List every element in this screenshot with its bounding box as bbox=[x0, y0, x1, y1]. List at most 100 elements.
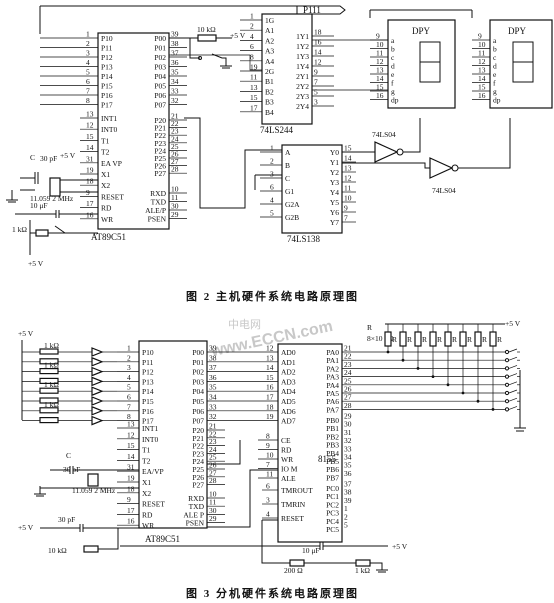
fig2-244-out-num: 3 bbox=[314, 98, 318, 107]
fig3-rnet-resistor bbox=[459, 331, 467, 347]
fig3-rctrl-pin-num: 11 bbox=[209, 498, 216, 507]
fig2-inverter-1 bbox=[374, 141, 399, 163]
fig3-p1-pin-label: P14 bbox=[142, 387, 154, 396]
fig3-8155-ctrl-num: 11 bbox=[266, 470, 273, 479]
fig3-8155-pa-num: 25 bbox=[344, 376, 352, 385]
fig3-p2-pin-num: 23 bbox=[209, 437, 217, 446]
fig2-p0-pin-num: 37 bbox=[171, 49, 179, 58]
fig3-8155-pa-label: PA7 bbox=[326, 405, 339, 414]
fig3-8155-tm-label: TMROUT bbox=[281, 486, 313, 495]
fig3-p2-pin-num: 21 bbox=[209, 422, 217, 431]
fig3-8155-ctrl-label: ALE bbox=[281, 474, 296, 483]
fig3-r1-label: R bbox=[367, 323, 372, 332]
fig3-crystal-wires bbox=[40, 466, 139, 489]
fig3-p2-pin-num: 28 bbox=[209, 476, 217, 485]
fig3-ctrl-pin-label: WR bbox=[142, 521, 154, 530]
fig2-dpy2-seg-num: 9 bbox=[478, 32, 482, 41]
fig2-p2-pin-num: 24 bbox=[171, 134, 179, 143]
fig2-ground-1 bbox=[220, 65, 232, 69]
fig3-p1-pin-label: P13 bbox=[142, 377, 154, 386]
fig3-8155-box bbox=[277, 343, 343, 543]
fig3-p0-pin-label: P07 bbox=[192, 417, 204, 426]
fig2-display-2 bbox=[489, 19, 553, 109]
fig3-ctrl-pin-num: 13 bbox=[127, 420, 135, 429]
fig2-ctrl-pin-label: T2 bbox=[101, 148, 110, 157]
fig3-led-resistor bbox=[39, 377, 59, 384]
fig2-dpy1-seg-label: a bbox=[391, 36, 395, 45]
fig2-p1-pin-label: P11 bbox=[101, 44, 113, 53]
fig2-244-in-num: 19 bbox=[250, 63, 258, 72]
fig3-p0-pin-num: 35 bbox=[209, 383, 217, 392]
fig3-p0-pin-label: P01 bbox=[192, 358, 204, 367]
fig3-p2-pin-num: 22 bbox=[209, 429, 217, 438]
fig3-8155-pc-label: PC0 bbox=[326, 484, 339, 493]
fig3-8155-ad-num: 15 bbox=[266, 373, 274, 382]
fig3-p2-pin-label: P23 bbox=[192, 449, 204, 458]
fig3-rnet-label: R bbox=[392, 335, 397, 344]
fig3-8155-ad-num: 14 bbox=[266, 363, 274, 372]
fig2-p0-pin-num: 33 bbox=[171, 87, 179, 96]
fig3-ground-1 bbox=[34, 486, 46, 497]
fig2-74ls244-name: 74LS244 bbox=[260, 125, 294, 135]
fig3-switch-lever bbox=[508, 373, 518, 377]
fig3-p1-pin-label: P17 bbox=[142, 417, 154, 426]
fig2-reset-cap bbox=[15, 210, 98, 218]
fig3-p1-pin-label: P10 bbox=[142, 348, 154, 357]
fig2-rctrl-pin-label: ALE/P bbox=[145, 206, 166, 215]
fig3-8155-ad-label: AD4 bbox=[281, 387, 296, 396]
fig2-key-switch bbox=[189, 38, 227, 66]
fig2-ctrl-pin-label: T1 bbox=[101, 136, 110, 145]
fig2-138-out-label: Y5 bbox=[330, 198, 339, 207]
fig3-8155-ad-label: AD0 bbox=[281, 348, 296, 357]
fig3-switch-contact bbox=[504, 374, 510, 379]
fig2-244-in-num: 6 bbox=[250, 42, 254, 51]
fig2-244-out-num: 12 bbox=[314, 58, 322, 67]
fig2-dpy1-seg-num: 14 bbox=[376, 74, 384, 83]
fig3-p2-pin-num: 26 bbox=[209, 461, 217, 470]
fig2-138-in-num: 3 bbox=[270, 170, 274, 179]
fig3-led-resistor bbox=[39, 358, 59, 365]
fig2-dpy2-seg-num: 15 bbox=[478, 83, 486, 92]
fig2-244-in-label: B1 bbox=[265, 77, 274, 86]
fig3-vcc-3: +5 V bbox=[18, 523, 34, 532]
fig3-p0-pin-label: P05 bbox=[192, 397, 204, 406]
fig2-display-1 bbox=[387, 19, 456, 109]
fig3-8155-tm-num: 4 bbox=[266, 510, 270, 519]
fig2-244-out-label: 2Y4 bbox=[296, 102, 309, 111]
fig3-8155-pc-label: PC5 bbox=[326, 525, 339, 534]
fig3-p2-pin-label: P22 bbox=[192, 442, 204, 451]
fig3-8155-ctrl-num: 9 bbox=[266, 441, 270, 450]
fig3-8155-pc-label: PC2 bbox=[326, 500, 339, 509]
fig2-dpy2-seg-label: e bbox=[493, 70, 497, 79]
fig3-8155-pb-label: PB4 bbox=[326, 449, 339, 458]
fig3-rctrl-pin-num: 29 bbox=[209, 514, 217, 523]
fig2-dpy2-seg-num: 16 bbox=[478, 91, 486, 100]
fig2-138-out-label: Y3 bbox=[330, 178, 339, 187]
fig2-p2-pin-label: P20 bbox=[154, 116, 166, 125]
fig3-8155-ad-label: AD6 bbox=[281, 407, 296, 416]
fig3-8155-ad-label: AD7 bbox=[281, 417, 296, 426]
fig2-p2-pin-num: 21 bbox=[171, 112, 179, 121]
fig3-crystal bbox=[87, 473, 99, 487]
fig2-caption: 图 2 主机硬件系统电路原理图 bbox=[186, 289, 359, 303]
fig2-ctrl-pin-num: 18 bbox=[86, 177, 94, 186]
fig3-8155-pc-num: 39 bbox=[344, 496, 352, 505]
fig3-p1-pin-label: P16 bbox=[142, 407, 154, 416]
fig2-p1-pin-label: P15 bbox=[101, 82, 113, 91]
fig2-mcu-box bbox=[97, 32, 170, 230]
fig3-p2-pin-label: P21 bbox=[192, 434, 204, 443]
fig2-244-in-label: 2G bbox=[265, 67, 275, 76]
fig2-74ls138-name: 74LS138 bbox=[287, 234, 321, 244]
fig3-caption: 图 3 分机硬件系统电路原理图 bbox=[186, 586, 359, 600]
fig2-p0-pin-label: P05 bbox=[154, 82, 166, 91]
fig2-ctrl-pin-num: 31 bbox=[86, 154, 94, 163]
fig3-led-diode bbox=[91, 347, 104, 357]
fig2-244-in-label: B3 bbox=[265, 98, 274, 107]
p111-tag-shape bbox=[296, 5, 346, 15]
fig3-p1-pin-num: 6 bbox=[127, 393, 131, 402]
